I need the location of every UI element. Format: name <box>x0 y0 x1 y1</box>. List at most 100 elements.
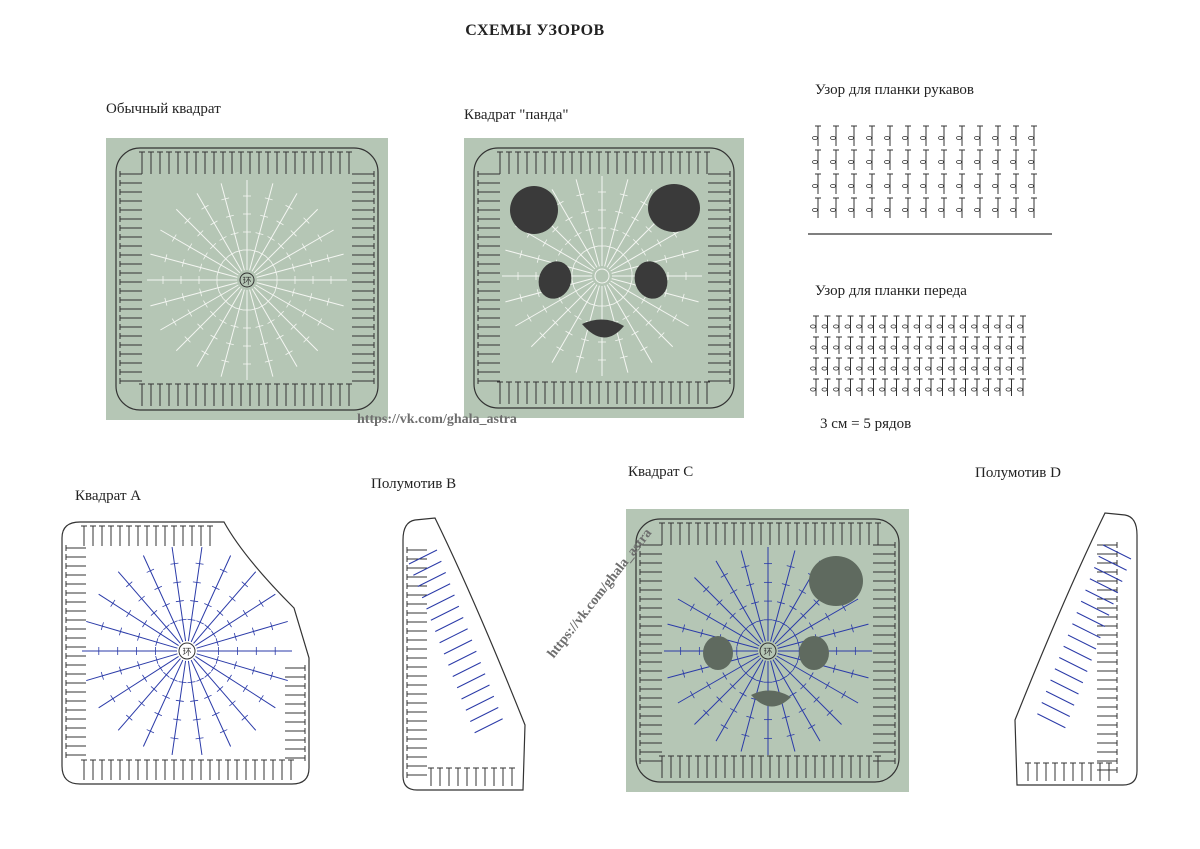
stitch-tick <box>526 314 532 322</box>
ray-stitch <box>171 660 187 756</box>
stitch-tick <box>181 293 185 302</box>
stitch-tick <box>641 248 646 256</box>
stitch-tick <box>216 686 224 693</box>
chain-stitch <box>830 208 836 213</box>
stitch-tick <box>301 243 307 251</box>
fan-stitch <box>452 662 481 677</box>
chain-stitch <box>938 208 944 213</box>
chain-stitch <box>1017 324 1023 329</box>
stitch-tick <box>800 683 807 690</box>
stitch-tick <box>270 261 276 269</box>
ray-stitch <box>770 550 796 642</box>
stitch-tick <box>583 299 591 305</box>
ray-stitch <box>220 289 245 377</box>
ray-stitch <box>770 660 796 752</box>
chain-stitch <box>833 387 839 392</box>
chain-stitch <box>856 366 862 371</box>
chain-stitch <box>936 324 943 329</box>
chain-stitch <box>866 135 872 140</box>
stitch-tick <box>164 254 168 263</box>
fan-stitch <box>1102 544 1132 560</box>
chain-stitch <box>992 184 998 189</box>
stitch-tick <box>664 289 668 298</box>
ray-stitch <box>86 620 178 649</box>
stitch-tick <box>619 355 628 359</box>
ray-stitch <box>142 659 184 747</box>
chain-stitch <box>902 345 908 350</box>
stitch-tick <box>258 599 264 607</box>
border-line <box>115 147 379 411</box>
stitch-tick <box>267 319 275 324</box>
stitch-tick <box>225 214 234 218</box>
stitch-tick <box>742 625 750 633</box>
ray-stitch <box>98 655 179 709</box>
stitch-tick <box>746 715 755 719</box>
chain-stitch <box>956 208 962 213</box>
stitch-tick <box>201 350 209 356</box>
chain-stitch <box>994 345 1000 350</box>
stitch-tick <box>736 655 740 664</box>
stitch-tick <box>258 303 266 309</box>
stitch-tick <box>218 261 224 269</box>
stitch-tick <box>808 672 814 680</box>
stitch-tick <box>219 236 227 241</box>
chain-stitch <box>856 387 862 392</box>
stitch-tick <box>542 239 548 247</box>
ray-stitch <box>171 546 187 642</box>
fan-stitch <box>1050 679 1079 695</box>
chain-stitch <box>992 160 998 165</box>
ray-stitch <box>772 659 821 742</box>
stitch-tick <box>216 268 220 277</box>
stitch-tick <box>625 287 631 295</box>
fan-stitch <box>1054 668 1084 684</box>
stitch-tick <box>258 251 266 257</box>
stitch-tick <box>681 293 685 302</box>
stitch-tick <box>539 332 546 339</box>
chain-stitch <box>867 345 874 350</box>
stitch-tick <box>150 686 158 693</box>
stitch-tick <box>197 323 204 330</box>
ray-stitch <box>196 193 243 272</box>
label-half-d: Полумотив D <box>975 465 1061 481</box>
diagram-square-regular: 环 <box>106 138 388 420</box>
ray-stitch <box>575 179 600 267</box>
chain-stitch <box>902 208 908 213</box>
ray-stitch <box>606 189 653 268</box>
stitch-tick <box>786 625 794 633</box>
magic-ring-mark: 环 <box>182 647 191 657</box>
chain-stitch <box>810 324 816 329</box>
stitch-tick <box>536 254 540 263</box>
stitch-tick <box>789 691 797 697</box>
stitch-tick <box>798 708 806 713</box>
stitch-tick <box>192 581 201 584</box>
stitch-tick <box>739 605 747 611</box>
stitch-tick <box>233 632 237 641</box>
ray-stitch <box>196 620 288 649</box>
stitch-tick <box>201 204 209 210</box>
stitch-tick <box>235 307 244 311</box>
chain-stitch <box>1028 135 1034 140</box>
chain-stitch <box>1017 345 1023 350</box>
stitch-tick <box>219 319 227 324</box>
stitch-tick <box>640 200 648 206</box>
chain-stitch <box>938 160 944 165</box>
stitch-tick <box>716 696 723 703</box>
panda-ear <box>809 556 863 606</box>
stitch-tick <box>216 283 220 292</box>
stitch-tick <box>195 737 204 740</box>
stitch-tick <box>556 346 564 352</box>
stitch-tick <box>631 216 639 222</box>
chain-stitch <box>1005 324 1012 329</box>
square-a-outline <box>61 521 310 785</box>
label-half-b: Полумотив В <box>371 476 457 492</box>
chain-stitch <box>956 135 962 140</box>
stitch-tick <box>574 315 582 320</box>
stitch-tick <box>195 562 204 565</box>
stitch-tick <box>154 585 163 590</box>
stitch-tick <box>689 603 695 611</box>
stitch-tick <box>808 724 816 730</box>
stitch-tick <box>255 232 264 236</box>
stitch-tick <box>552 226 559 233</box>
chain-stitch <box>833 345 839 350</box>
chain-stitch <box>974 160 980 165</box>
